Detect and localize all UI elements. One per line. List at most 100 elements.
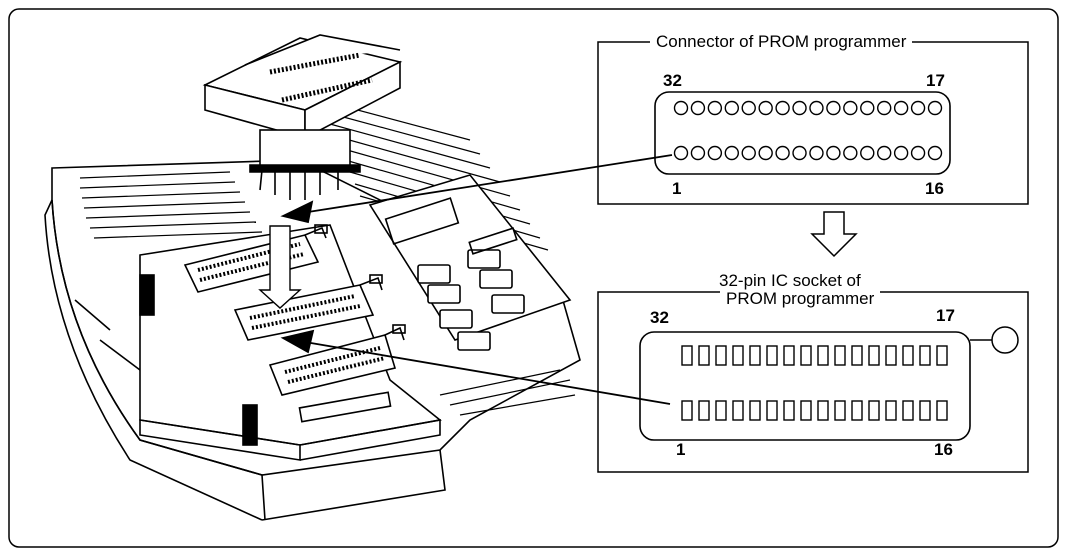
socket-pin bbox=[749, 400, 761, 421]
socket-top-pins bbox=[681, 345, 948, 366]
connector-pin bbox=[877, 145, 892, 161]
adapter-plug bbox=[202, 34, 403, 200]
prom-programmer-illustration bbox=[44, 34, 581, 521]
connector-pin bbox=[673, 145, 689, 161]
connector-pin bbox=[860, 100, 875, 116]
connector-pin bbox=[809, 100, 824, 116]
connector-bottom-pins bbox=[673, 145, 943, 161]
base-left-side bbox=[44, 199, 263, 521]
connector-pin bbox=[741, 145, 756, 161]
connector-pin bbox=[724, 100, 739, 116]
connector-body bbox=[654, 91, 951, 175]
socket-lever-knob bbox=[991, 326, 1019, 354]
connector-pin bbox=[724, 145, 739, 161]
connector-pin bbox=[843, 145, 858, 161]
tray-step bbox=[299, 419, 441, 461]
socket-pin bbox=[936, 345, 948, 366]
connector-pin bbox=[775, 100, 790, 116]
connector-pin bbox=[792, 100, 807, 116]
flow-down-arrow bbox=[810, 211, 858, 258]
base-front-edge bbox=[51, 199, 266, 521]
connector-pin-16-label: 16 bbox=[925, 179, 944, 198]
connector-pin-32-label: 32 bbox=[663, 71, 682, 90]
connector-pin bbox=[927, 145, 943, 161]
socket-pin-32-label: 32 bbox=[650, 308, 669, 327]
socket-panel-title-line1: 32-pin IC socket of bbox=[713, 272, 867, 290]
socket-pin bbox=[919, 345, 931, 366]
socket-pin bbox=[817, 345, 829, 366]
zif-socket-2 bbox=[233, 274, 383, 341]
connector-pin bbox=[910, 100, 926, 116]
connector-pin bbox=[927, 100, 943, 116]
connector-pin bbox=[707, 100, 723, 116]
outer-frame bbox=[8, 8, 1059, 548]
socket-pin bbox=[902, 345, 914, 366]
connector-pin-17-label: 17 bbox=[926, 71, 945, 90]
connector-pin bbox=[843, 100, 858, 116]
base-ridge-1 bbox=[74, 299, 111, 331]
pointer-arrows bbox=[280, 154, 673, 405]
tray-slot bbox=[298, 391, 392, 423]
socket-pin-17-label: 17 bbox=[936, 306, 955, 325]
insertion-arrow bbox=[258, 225, 302, 309]
base-right-side bbox=[261, 449, 446, 521]
connector-pin bbox=[809, 145, 824, 161]
socket-pin-16-label: 16 bbox=[934, 440, 953, 459]
socket-pin bbox=[834, 400, 846, 421]
connector-pin bbox=[707, 145, 723, 161]
connector-pin bbox=[826, 100, 841, 116]
connector-pin bbox=[690, 145, 706, 161]
connector-pin bbox=[910, 145, 926, 161]
socket-pin bbox=[834, 345, 846, 366]
connector-top-pins bbox=[673, 100, 943, 116]
socket-pin bbox=[766, 400, 778, 421]
connector-pin bbox=[893, 100, 909, 116]
socket-pin bbox=[766, 345, 778, 366]
connector-panel bbox=[597, 41, 1029, 205]
connector-pin bbox=[758, 145, 773, 161]
base-ridge-2 bbox=[99, 339, 141, 371]
socket-panel-title-line2: PROM programmer bbox=[720, 290, 881, 308]
display-window bbox=[384, 197, 460, 245]
keypad-keys bbox=[417, 249, 525, 351]
socket-pin bbox=[902, 400, 914, 421]
connector-pin-1-label: 1 bbox=[672, 179, 682, 198]
socket-pin bbox=[749, 345, 761, 366]
socket-pin bbox=[783, 345, 795, 366]
connector-pin bbox=[792, 145, 807, 161]
socket-pin bbox=[885, 400, 897, 421]
zif-socket-3 bbox=[268, 324, 406, 396]
socket-pin bbox=[783, 400, 795, 421]
socket-pin-1-label: 1 bbox=[676, 440, 686, 459]
connector-pin bbox=[860, 145, 875, 161]
socket-pin bbox=[715, 345, 727, 366]
socket-pin bbox=[919, 400, 931, 421]
socket-pin bbox=[681, 345, 693, 366]
side-connector-bottom bbox=[242, 404, 258, 446]
connector-pin bbox=[673, 100, 689, 116]
socket-pin bbox=[698, 345, 710, 366]
socket-body bbox=[639, 331, 971, 441]
socket-pin bbox=[732, 400, 744, 421]
vent-lines-left bbox=[79, 171, 263, 239]
socket-pin bbox=[868, 400, 880, 421]
socket-pin bbox=[800, 345, 812, 366]
socket-pin bbox=[732, 345, 744, 366]
connector-pin bbox=[826, 145, 841, 161]
status-slot bbox=[468, 227, 518, 255]
connector-pin bbox=[877, 100, 892, 116]
connector-pin bbox=[893, 145, 909, 161]
side-connector-left bbox=[139, 274, 155, 316]
socket-pin bbox=[817, 400, 829, 421]
socket-pin bbox=[885, 345, 897, 366]
connector-pin bbox=[758, 100, 773, 116]
socket-bottom-pins bbox=[681, 400, 948, 421]
socket-pin bbox=[800, 400, 812, 421]
socket-pin bbox=[851, 345, 863, 366]
socket-pin bbox=[715, 400, 727, 421]
socket-pin bbox=[936, 400, 948, 421]
socket-pin bbox=[851, 400, 863, 421]
socket-pin bbox=[681, 400, 693, 421]
socket-pin bbox=[698, 400, 710, 421]
